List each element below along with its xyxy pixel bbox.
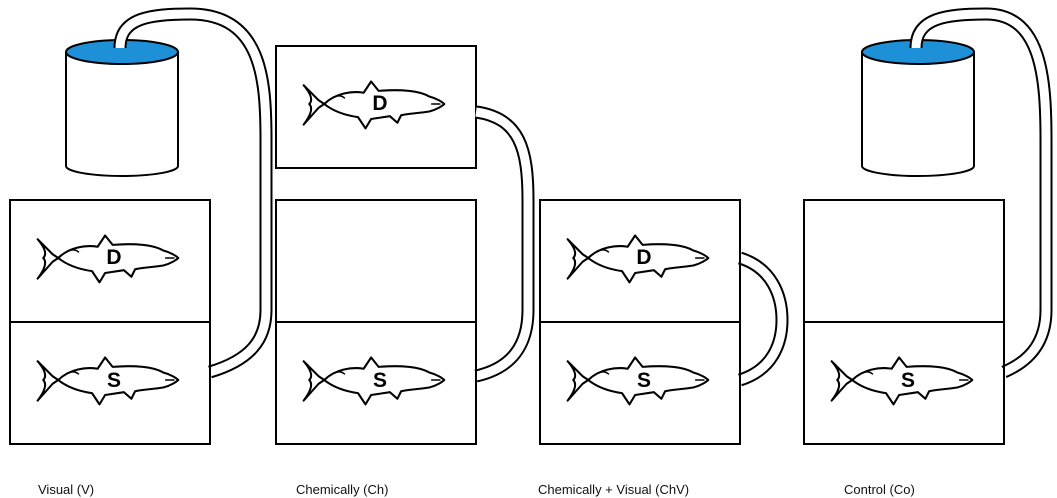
fish-label-s: S xyxy=(107,369,121,392)
lower-tank xyxy=(539,321,741,445)
lower-tank xyxy=(9,321,211,445)
water-tube xyxy=(737,251,789,387)
fish-label-s: S xyxy=(637,369,651,392)
fish-label-s: S xyxy=(373,369,387,392)
fish-label-d: D xyxy=(372,92,387,115)
fish-label-s: S xyxy=(901,369,915,392)
reservoir-bucket xyxy=(65,39,179,177)
condition-label-chemically: Chemically (Ch) xyxy=(296,482,389,497)
upper-tank xyxy=(803,199,1005,323)
upper-tank xyxy=(275,199,477,323)
condition-control: S xyxy=(803,7,1053,445)
fish-label-d: D xyxy=(636,246,651,269)
condition-label-control: Control (Co) xyxy=(844,482,915,497)
reservoir-bucket xyxy=(861,39,975,177)
lower-tank xyxy=(275,321,477,445)
condition-chemically-visual: D S xyxy=(539,199,789,445)
condition-visual: D S xyxy=(9,7,273,445)
condition-chemically: D S xyxy=(275,45,535,445)
fish-label-d: D xyxy=(106,246,121,269)
condition-label-chemically-visual: Chemically + Visual (ChV) xyxy=(538,482,690,497)
donor-tank xyxy=(275,45,477,169)
condition-label-visual: Visual (V) xyxy=(38,482,95,497)
lower-tank xyxy=(803,321,1005,445)
